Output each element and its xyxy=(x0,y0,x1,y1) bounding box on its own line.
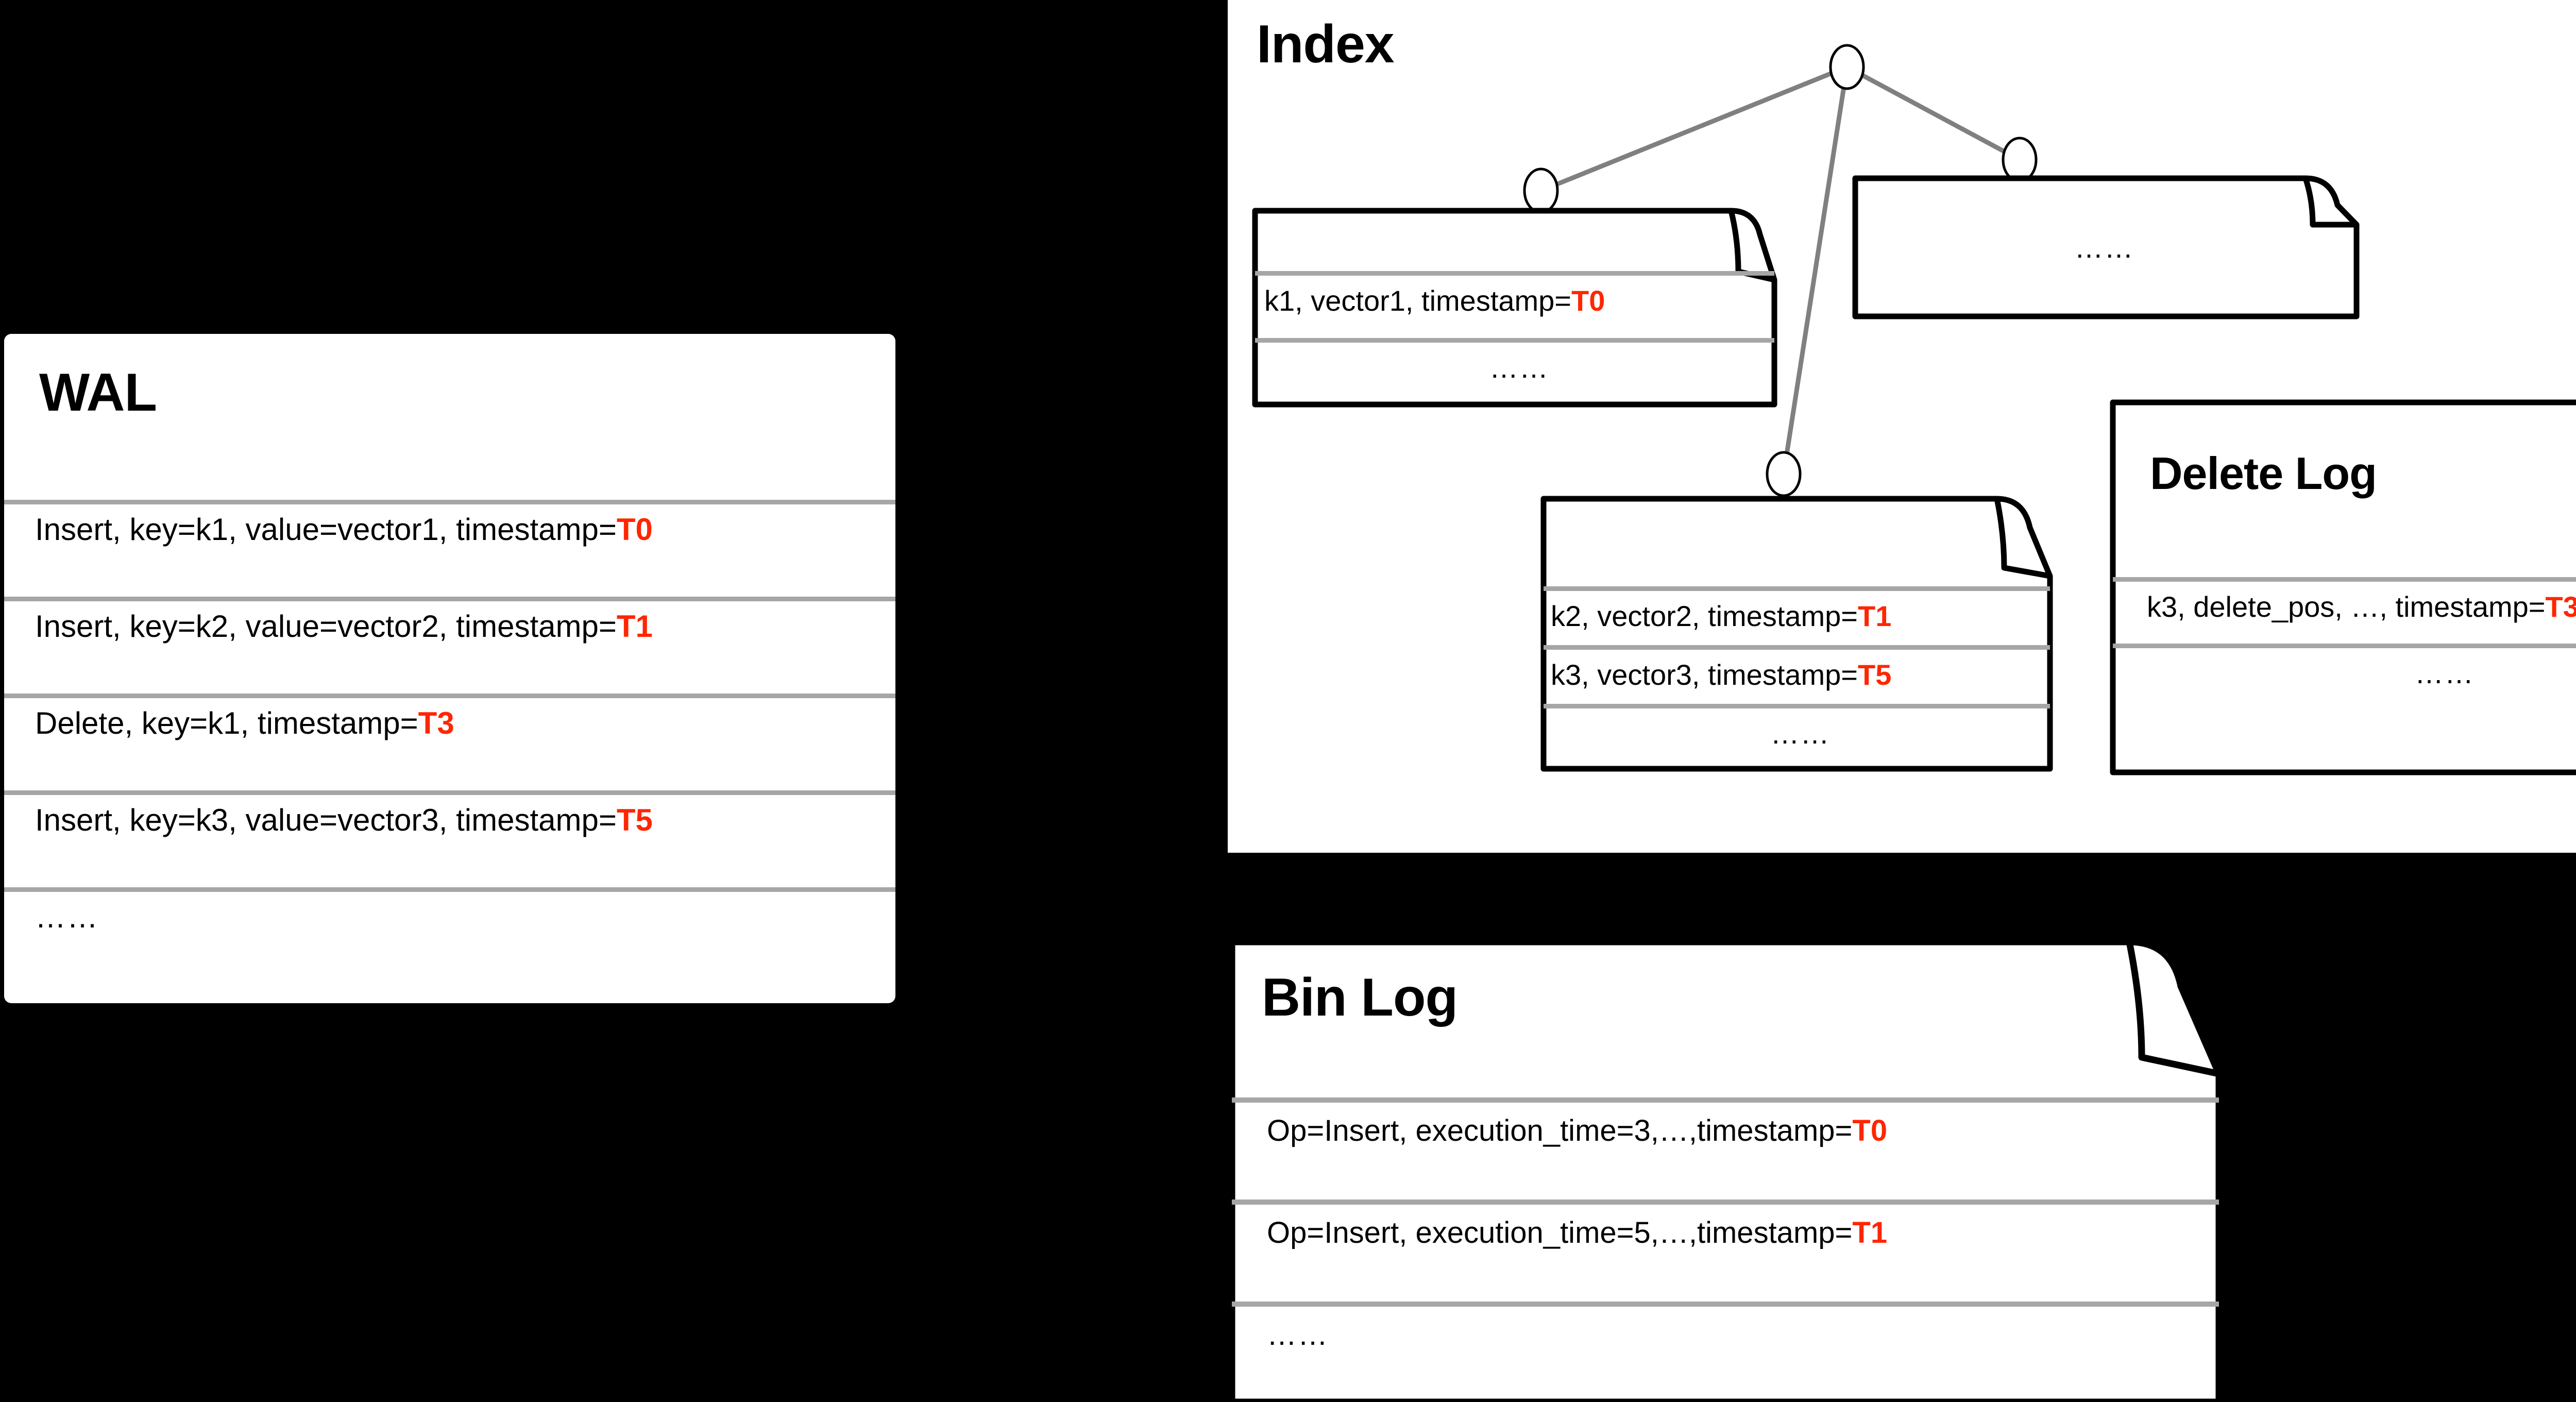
index-leaf-k2k3: k2, vector2, timestamp=T1 k3, vector3, t… xyxy=(1540,496,2053,772)
delete-log-row: …… xyxy=(2113,648,2576,698)
leaf-row: k3, vector3, timestamp=T5 xyxy=(1551,650,2050,699)
wal-row: Insert, key=k2, value=vector2, timestamp… xyxy=(35,601,890,651)
wal-row: …… xyxy=(35,892,890,941)
leaf-separator xyxy=(1544,704,2050,708)
wal-row: Insert, key=k1, value=vector1, timestamp… xyxy=(35,504,890,554)
wal-row-timestamp: T5 xyxy=(616,802,653,837)
tree-node-child-bottom xyxy=(1766,451,1802,497)
wal-row-text: Delete, key=k1, timestamp= xyxy=(35,705,418,740)
wal-row-timestamp: T1 xyxy=(616,609,653,644)
delete-log-row-text: k3, delete_pos, …, timestamp= xyxy=(2147,590,2546,623)
delete-log-separator xyxy=(2113,644,2576,648)
delete-log-row-text: …… xyxy=(2415,656,2475,689)
wal-row-text: Insert, key=k2, value=vector2, timestamp… xyxy=(35,609,617,644)
bin-log-row-text: Op=Insert, execution_time=3,…,timestamp= xyxy=(1267,1113,1853,1147)
bin-log-row-text: …… xyxy=(1267,1317,1329,1352)
bin-log-row-timestamp: T0 xyxy=(1852,1113,1888,1147)
wal-row-timestamp: T3 xyxy=(418,705,454,740)
leaf-row-timestamp: T0 xyxy=(1571,284,1605,317)
leaf-row-text: …… xyxy=(2074,231,2134,264)
wal-title: WAL xyxy=(39,363,157,423)
tree-node-root xyxy=(1829,44,1865,90)
index-leaf-k1: k1, vector1, timestamp=T0 …… xyxy=(1252,208,1777,408)
delete-log-title: Delete Log xyxy=(2150,448,2377,499)
leaf-row-text: k2, vector2, timestamp= xyxy=(1551,599,1858,632)
wal-row-timestamp: T0 xyxy=(616,512,653,547)
leaf-row-text: …… xyxy=(1770,717,1831,750)
wal-separator xyxy=(4,694,895,698)
bin-log-separator xyxy=(1232,1200,2219,1205)
index-panel: Index k1, vector1, timestamp=T0 …… xyxy=(1228,0,2576,853)
wal-row: Delete, key=k1, timestamp=T3 xyxy=(35,698,890,748)
leaf-row: k2, vector2, timestamp=T1 xyxy=(1551,591,2050,640)
leaf-row: k1, vector1, timestamp=T0 xyxy=(1264,276,1774,325)
leaf-row-timestamp: T5 xyxy=(1858,658,1892,691)
delete-log-row: k3, delete_pos, …, timestamp=T3 xyxy=(2147,582,2576,631)
wal-separator xyxy=(4,597,895,601)
leaf-row-text: k3, vector3, timestamp= xyxy=(1551,658,1858,691)
wal-row: Insert, key=k3, value=vector3, timestamp… xyxy=(35,795,890,844)
bin-log-separator xyxy=(1232,1097,2219,1103)
leaf-row: …… xyxy=(1264,343,1774,392)
index-title: Index xyxy=(1257,14,1395,74)
tree-node-child-left xyxy=(1523,167,1559,214)
index-leaf-ellipsis: …… xyxy=(1852,175,2360,319)
wal-row-text: Insert, key=k1, value=vector1, timestamp… xyxy=(35,512,617,547)
leaf-separator xyxy=(1255,271,1774,276)
leaf-row-text: k1, vector1, timestamp= xyxy=(1264,284,1572,317)
delete-log-separator xyxy=(2113,577,2576,582)
bin-log-box: Bin Log Op=Insert, execution_time=3,…,ti… xyxy=(1228,938,2223,1402)
wal-separator xyxy=(4,790,895,795)
wal-separator xyxy=(4,887,895,892)
bin-log-separator xyxy=(1232,1302,2219,1307)
leaf-row: …… xyxy=(1852,223,2357,272)
bin-log-row-text: Op=Insert, execution_time=5,…,timestamp= xyxy=(1267,1215,1853,1249)
bin-log-title: Bin Log xyxy=(1262,968,1458,1027)
wal-row-text: Insert, key=k3, value=vector3, timestamp… xyxy=(35,802,617,837)
leaf-row-text: …… xyxy=(1489,351,1549,384)
bin-log-row: …… xyxy=(1267,1307,2219,1362)
leaf-separator xyxy=(1544,586,2050,591)
bin-log-row: Op=Insert, execution_time=5,…,timestamp=… xyxy=(1267,1205,2219,1260)
leaf-row-timestamp: T1 xyxy=(1858,599,1892,632)
delete-log-box: Delete Log k3, delete_pos, …, timestamp=… xyxy=(2110,399,2576,775)
wal-panel: WAL Insert, key=k1, value=vector1, times… xyxy=(4,334,895,1003)
leaf-row: …… xyxy=(1551,708,2050,758)
delete-log-row-timestamp: T3 xyxy=(2545,590,2576,623)
bin-log-row-timestamp: T1 xyxy=(1852,1215,1888,1249)
leaf-separator xyxy=(1255,338,1774,343)
leaf-separator xyxy=(1544,645,2050,650)
wal-row-text: …… xyxy=(35,899,99,934)
bin-log-row: Op=Insert, execution_time=3,…,timestamp=… xyxy=(1267,1103,2219,1158)
wal-separator xyxy=(4,500,895,504)
